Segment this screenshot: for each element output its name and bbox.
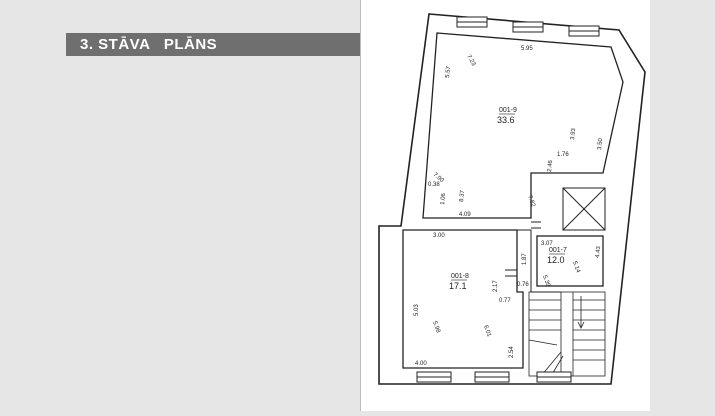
- inner-wall-room-9: [422, 32, 624, 219]
- room-7-area: 12.0: [547, 255, 565, 265]
- dim-350: 3.50: [597, 137, 604, 150]
- room-7-id: 001-7: [549, 247, 567, 254]
- right-margin: [650, 0, 715, 411]
- dim-443: 4.43: [595, 245, 602, 258]
- floor-plan-sheet: 001-9 33.6 001-8 17.1 001-7 12.0 5.95 7.…: [360, 0, 651, 411]
- room-9-id: 001-9: [499, 107, 517, 114]
- dim-038: 0.38: [428, 182, 440, 188]
- dim-409: 4.09: [459, 212, 471, 218]
- dim-837: 8.37: [459, 189, 466, 202]
- staircase: [528, 291, 606, 377]
- dim-187: 1.87: [522, 253, 528, 265]
- dim-217: 2.17: [493, 280, 499, 292]
- dim-400: 4.00: [415, 361, 427, 367]
- dim-503: 5.03: [414, 304, 420, 316]
- bottom-windows: [416, 371, 572, 383]
- dim-300: 3.00: [433, 233, 445, 239]
- room-8-id: 001-8: [451, 273, 469, 280]
- dim-782: 7.82: [526, 195, 536, 209]
- dim-601: 6.01: [482, 325, 492, 339]
- left-panel: 3. STĀVA PLĀNS: [0, 0, 384, 411]
- dim-539: 5.39: [541, 275, 551, 289]
- dim-557: 5.57: [445, 65, 452, 78]
- top-windows: [456, 16, 600, 37]
- dim-254: 2.54: [509, 346, 515, 358]
- dim-077: 0.77: [499, 298, 511, 304]
- dim-393: 3.93: [570, 127, 577, 140]
- room-7-walls: [536, 235, 604, 287]
- dim-595: 5.95: [521, 46, 533, 52]
- floor-plan-drawing: 001-9 33.6 001-8 17.1 001-7 12.0 5.95 7.…: [378, 13, 646, 385]
- outer-wall: [378, 13, 646, 385]
- dim-106: 1.06: [440, 192, 447, 205]
- dim-723: 7.23: [465, 54, 476, 68]
- dim-176: 1.76: [557, 152, 569, 158]
- dim-307: 3.07: [541, 241, 553, 247]
- dim-514: 5.14: [571, 261, 581, 275]
- dim-246: 2.46: [547, 159, 554, 172]
- door-openings: [505, 221, 541, 277]
- room-9-area: 33.6: [497, 115, 515, 125]
- dim-076: 0.76: [517, 282, 529, 288]
- dim-598: 5.98: [431, 321, 441, 335]
- room-8-area: 17.1: [449, 281, 467, 291]
- ventilation-shaft: [562, 187, 606, 231]
- page-title: 3. STĀVA PLĀNS: [66, 33, 384, 56]
